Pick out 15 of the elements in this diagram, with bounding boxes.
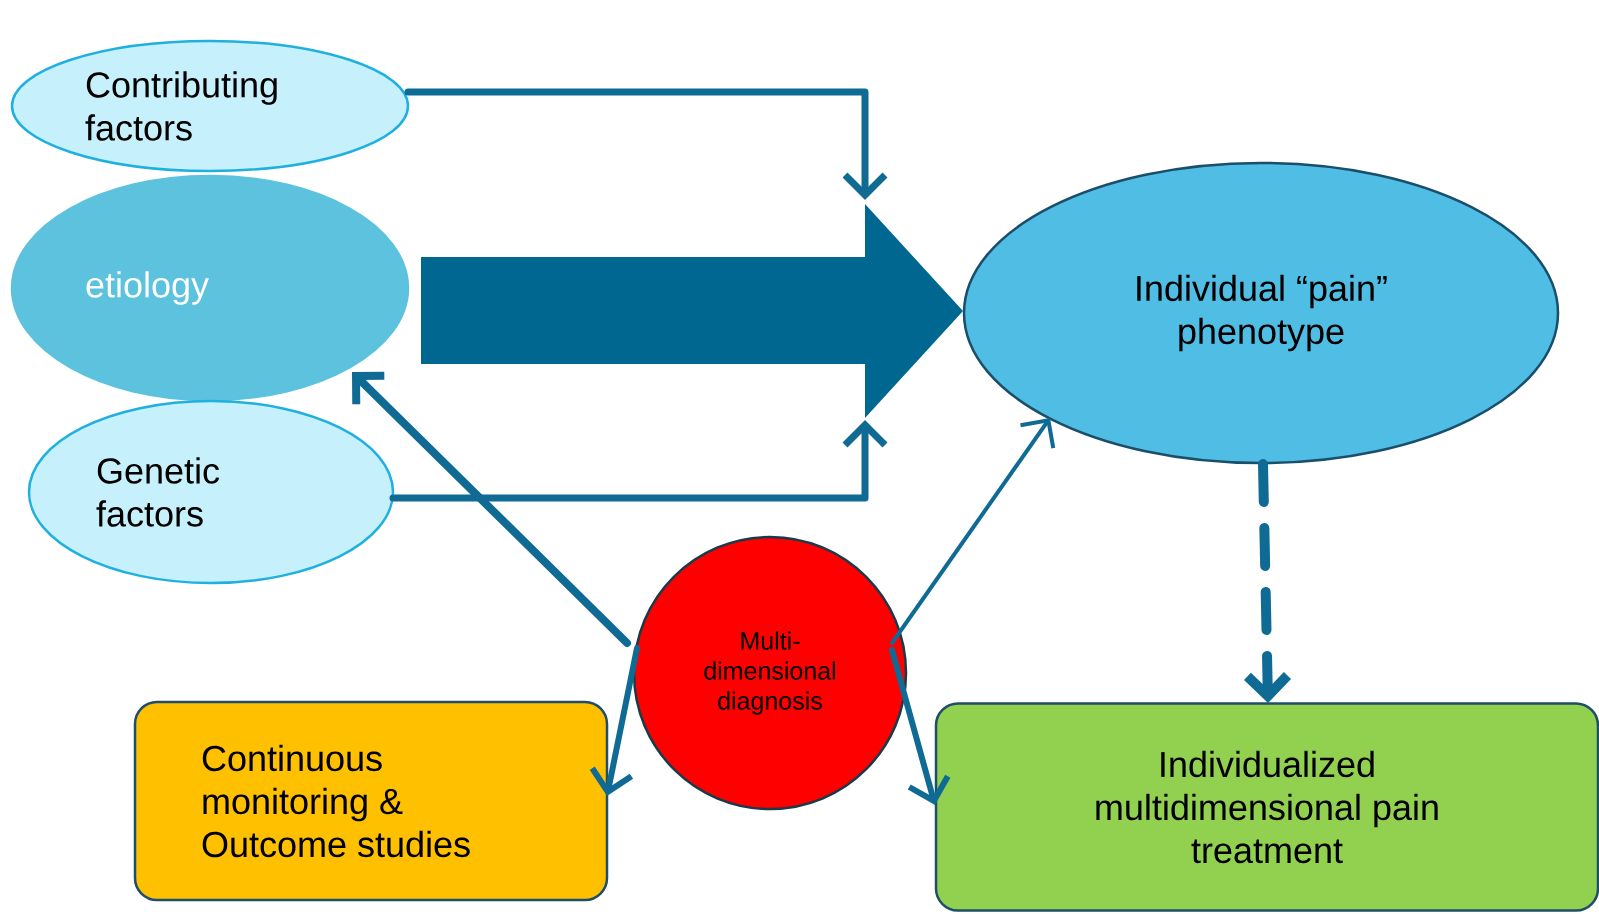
circle-node: Multi- dimensional diagnosis: [632, 535, 908, 811]
arrow: [404, 88, 888, 200]
ellipse-node: Genetic factors: [27, 399, 395, 585]
ellipse-node: Individual “pain” phenotype: [962, 161, 1560, 465]
block-arrow: [421, 204, 963, 418]
ellipse-node: etiology: [10, 174, 410, 402]
process-box: Continuous monitoring & Outcome studies: [133, 700, 609, 902]
process-box: Individualized multidimensional pain treatment: [934, 702, 1599, 912]
ellipse-node: Contributing factors: [10, 39, 410, 173]
arrow: [890, 418, 1056, 645]
arrow: [1244, 459, 1292, 703]
arrow: [352, 371, 631, 647]
arrow: [589, 645, 640, 796]
arrow: [889, 647, 951, 805]
arrow: [389, 420, 888, 502]
